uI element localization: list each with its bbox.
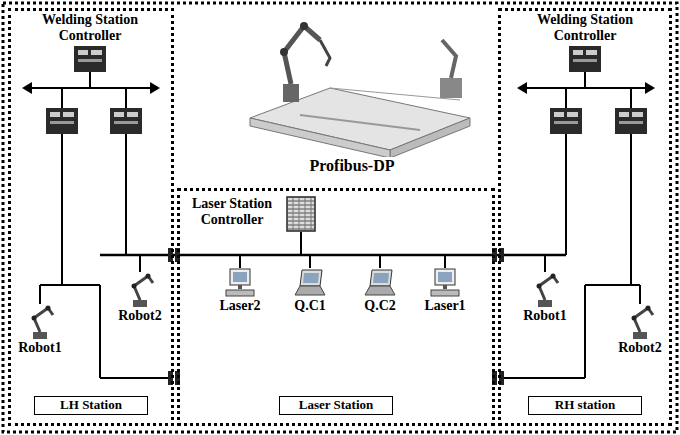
laser-station-controller: Laser Station Controller: [184, 196, 316, 232]
robot-node: Robot2: [118, 268, 162, 324]
device-label: Laser1: [424, 298, 465, 314]
device-label: Welding Station Controller: [529, 12, 641, 44]
station-region: RH station Welding Station ControllerRobo…: [498, 8, 672, 426]
robot-node: Robot1: [18, 300, 62, 356]
station-controller: Welding Station Controller: [34, 12, 146, 72]
laptop-icon: [362, 268, 398, 298]
device-label: Q.C2: [364, 298, 396, 314]
device-label: Robot1: [18, 340, 62, 356]
controller-icon: [568, 44, 602, 72]
bus-drop: [301, 232, 380, 268]
plc-module: [46, 108, 78, 134]
laser-pc: Laser1: [424, 268, 465, 314]
station-label: LH Station: [34, 396, 148, 415]
robot-node: Robot1: [523, 268, 567, 324]
plc-module: [615, 108, 647, 134]
bus-drop: [301, 232, 445, 268]
laser-pc: Laser2: [219, 268, 260, 314]
bus-drop: [301, 232, 310, 268]
computer-icon: [427, 268, 463, 298]
arrow-head: [517, 82, 527, 94]
robot-icon: [120, 268, 160, 308]
controller-icon: [73, 44, 107, 72]
robot-icon: [525, 268, 565, 308]
robot-cell-illustration: [250, 22, 470, 158]
robot-node: Robot2: [618, 300, 662, 356]
laptop-icon: [292, 268, 328, 298]
device-label: Laser2: [219, 298, 260, 314]
arrow-head: [150, 82, 160, 94]
device-label: Laser Station Controller: [184, 196, 286, 228]
controller-rack-icon: [286, 196, 316, 232]
station-controller: Welding Station Controller: [529, 12, 641, 72]
robot-icon: [20, 300, 60, 340]
robot-icon: [620, 300, 660, 340]
device-label: Welding Station Controller: [34, 12, 146, 44]
station-label: RH station: [528, 396, 642, 415]
quality-control-pc: Q.C2: [362, 268, 398, 314]
device-label: Robot2: [618, 340, 662, 356]
station-region: Laser Station Laser Station ControllerLas…: [177, 188, 495, 426]
bus-name: Profibus-DP: [307, 157, 396, 175]
arrow-head: [645, 82, 655, 94]
station-region: LH Station Welding Station ControllerRobo…: [8, 8, 174, 426]
lh-wiring: [30, 72, 172, 378]
plc-module: [550, 108, 582, 134]
outer-border: [3, 3, 677, 432]
device-label: Robot1: [523, 308, 567, 324]
computer-icon: [222, 268, 258, 298]
device-label: Q.C1: [294, 298, 326, 314]
quality-control-pc: Q.C1: [292, 268, 328, 314]
device-label: Robot2: [118, 308, 162, 324]
station-label: Laser Station: [279, 396, 393, 415]
plc-module: [110, 108, 142, 134]
bus-coupler: [168, 248, 504, 385]
arrow-head: [22, 82, 32, 94]
rh-wiring: [500, 72, 647, 378]
bus-drop: [240, 232, 301, 268]
